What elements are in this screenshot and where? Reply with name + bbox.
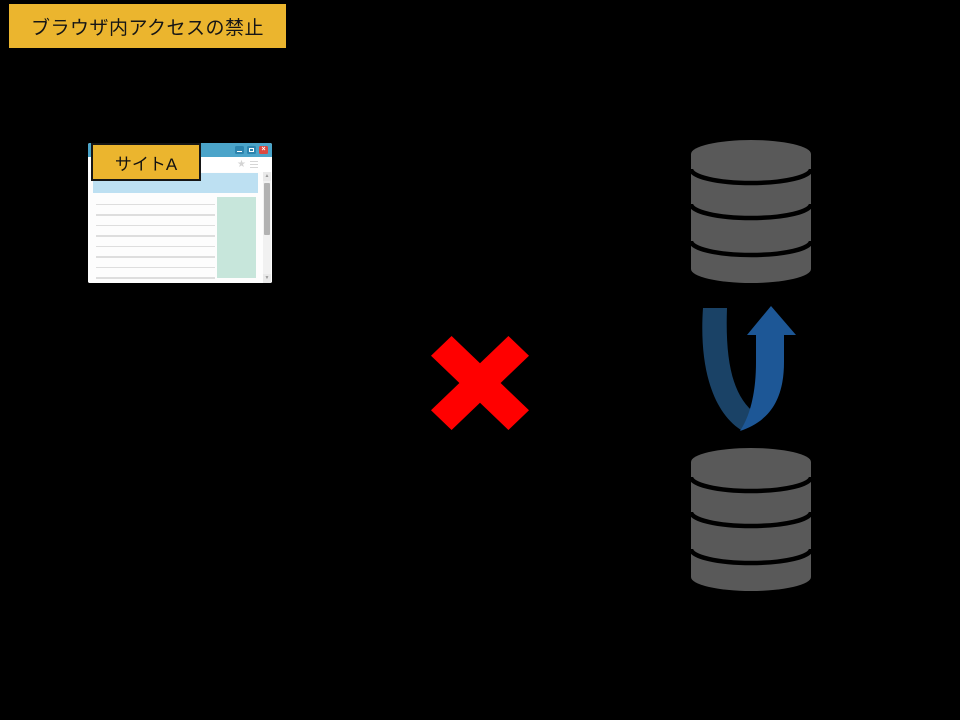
page-text-lines <box>96 204 215 283</box>
prohibition-x-icon <box>431 336 529 430</box>
site-label: サイトA <box>91 143 201 181</box>
title-text: ブラウザ内アクセスの禁止 <box>30 17 265 39</box>
page-sidebar-block <box>217 197 256 278</box>
title-banner: ブラウザ内アクセスの禁止 <box>9 4 286 48</box>
minimize-icon <box>235 146 244 154</box>
database-icon-bottom <box>691 448 811 591</box>
scroll-down-icon: ▼ <box>263 274 271 283</box>
menu-icon <box>250 160 258 169</box>
site-label-text: サイトA <box>114 154 178 174</box>
star-icon: ★ <box>237 158 246 170</box>
scroll-up-icon: ▲ <box>263 172 271 181</box>
database-icon-top <box>691 140 811 283</box>
scrollbar-thumb <box>264 183 270 235</box>
close-icon: × <box>259 146 268 154</box>
scrollbar: ▲ ▼ <box>263 172 271 283</box>
browser-page-content: ▲ ▼ <box>88 172 272 283</box>
uturn-arrow-icon <box>702 306 796 431</box>
maximize-icon <box>247 146 256 154</box>
